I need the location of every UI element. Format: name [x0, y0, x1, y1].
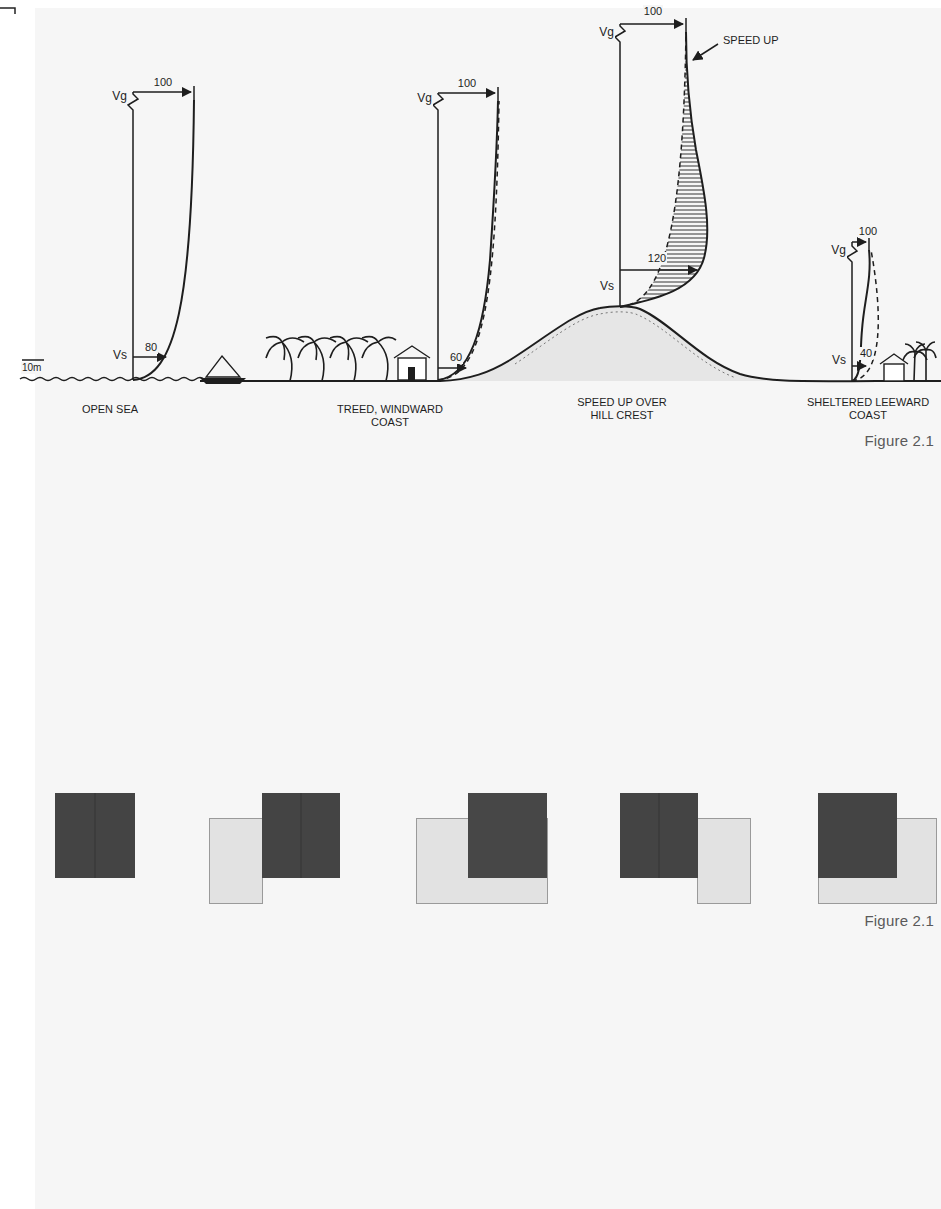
- reference-curve: [852, 250, 878, 381]
- zone-label: SPEED UP OVER HILL CREST: [569, 396, 676, 421]
- ground-line: [200, 306, 941, 381]
- reference-curve: [438, 101, 499, 380]
- speed-value: 40: [859, 347, 873, 360]
- profile-curve: [133, 100, 194, 380]
- dark-square: [55, 793, 135, 878]
- velocity-symbol: Vs: [831, 354, 847, 368]
- corner-bracket: [0, 8, 15, 14]
- boat-hull: [200, 378, 246, 384]
- leader-line: [693, 44, 718, 60]
- gradient-arrow: [620, 23, 683, 25]
- wind-profile: [615, 18, 718, 307]
- gradient-arrow: [852, 241, 866, 243]
- boat-sail: [206, 356, 240, 377]
- velocity-symbol: Vg: [830, 244, 847, 258]
- speed-value: 120: [647, 252, 667, 265]
- light-square: [698, 819, 751, 904]
- velocity-symbol: Vg: [111, 90, 128, 104]
- light-square: [210, 819, 263, 904]
- dark-square: [620, 793, 698, 878]
- profile-tick: [685, 18, 687, 32]
- square-seam: [94, 793, 96, 878]
- zone-label: SHELTERED LEEWARD COAST: [800, 396, 936, 421]
- surface-arrow: [133, 356, 166, 358]
- palm-trees: [903, 342, 936, 381]
- panel-ground: [35, 8, 941, 1209]
- surface-arrow: [438, 367, 466, 369]
- gradient-arrow: [133, 91, 191, 93]
- profile-tick: [497, 87, 499, 101]
- zone-label: OPEN SEA: [81, 403, 139, 416]
- profile-curve: [620, 32, 707, 307]
- profile-curve: [438, 101, 498, 380]
- speed-value: 100: [457, 77, 477, 90]
- dark-square: [818, 793, 897, 878]
- wind-profile: [847, 236, 878, 381]
- palm-tree: [266, 337, 304, 381]
- palm-tree: [298, 337, 336, 381]
- zone-label: TREED, WINDWARD COAST: [332, 403, 449, 428]
- surface-arrow: [620, 269, 697, 271]
- square-seam: [658, 793, 660, 878]
- speed-value: 60: [449, 351, 463, 364]
- square-arrangements: [55, 793, 937, 904]
- house: [884, 364, 904, 381]
- house-roof: [394, 346, 430, 358]
- height-axis: [433, 93, 443, 380]
- height-mark: 10m: [21, 362, 42, 374]
- hill-texture: [515, 312, 736, 378]
- palm-tree: [362, 337, 396, 381]
- height-axis: [615, 24, 625, 307]
- palm-trees: [266, 337, 396, 381]
- height-axis: [128, 92, 138, 380]
- speed-value: 80: [144, 341, 158, 354]
- gradient-arrow: [438, 92, 495, 94]
- wind-profile: [433, 87, 499, 380]
- velocity-symbol: Vs: [599, 280, 615, 294]
- sea-surface: [20, 378, 204, 381]
- speed-value: 100: [858, 225, 878, 238]
- palm-tree: [330, 337, 368, 381]
- profile-tick: [193, 86, 195, 100]
- profile-curve: [852, 250, 870, 381]
- figure-caption: Figure 2.1: [863, 912, 935, 929]
- house-door: [408, 367, 415, 380]
- figure-caption: Figure 2.1: [863, 432, 935, 449]
- velocity-symbol: Vg: [416, 92, 433, 106]
- callout-label: SPEED UP: [722, 34, 780, 47]
- speed-value: 100: [643, 5, 663, 18]
- palm-tree: [914, 342, 936, 381]
- speed-value: 100: [153, 76, 173, 89]
- surface-arrow: [852, 365, 866, 367]
- height-axis: [847, 242, 857, 381]
- speed-up-hatch: [620, 32, 707, 307]
- profile-tick: [868, 236, 870, 250]
- dark-square: [262, 793, 340, 878]
- square-seam: [300, 793, 302, 878]
- velocity-symbol: Vs: [112, 349, 128, 363]
- reference-curve: [620, 32, 686, 307]
- hill-fill: [440, 306, 810, 381]
- house: [398, 358, 426, 380]
- height-bar: [22, 359, 44, 361]
- dark-square: [468, 793, 547, 878]
- velocity-symbol: Vg: [598, 26, 615, 40]
- wind-profile: [128, 86, 194, 380]
